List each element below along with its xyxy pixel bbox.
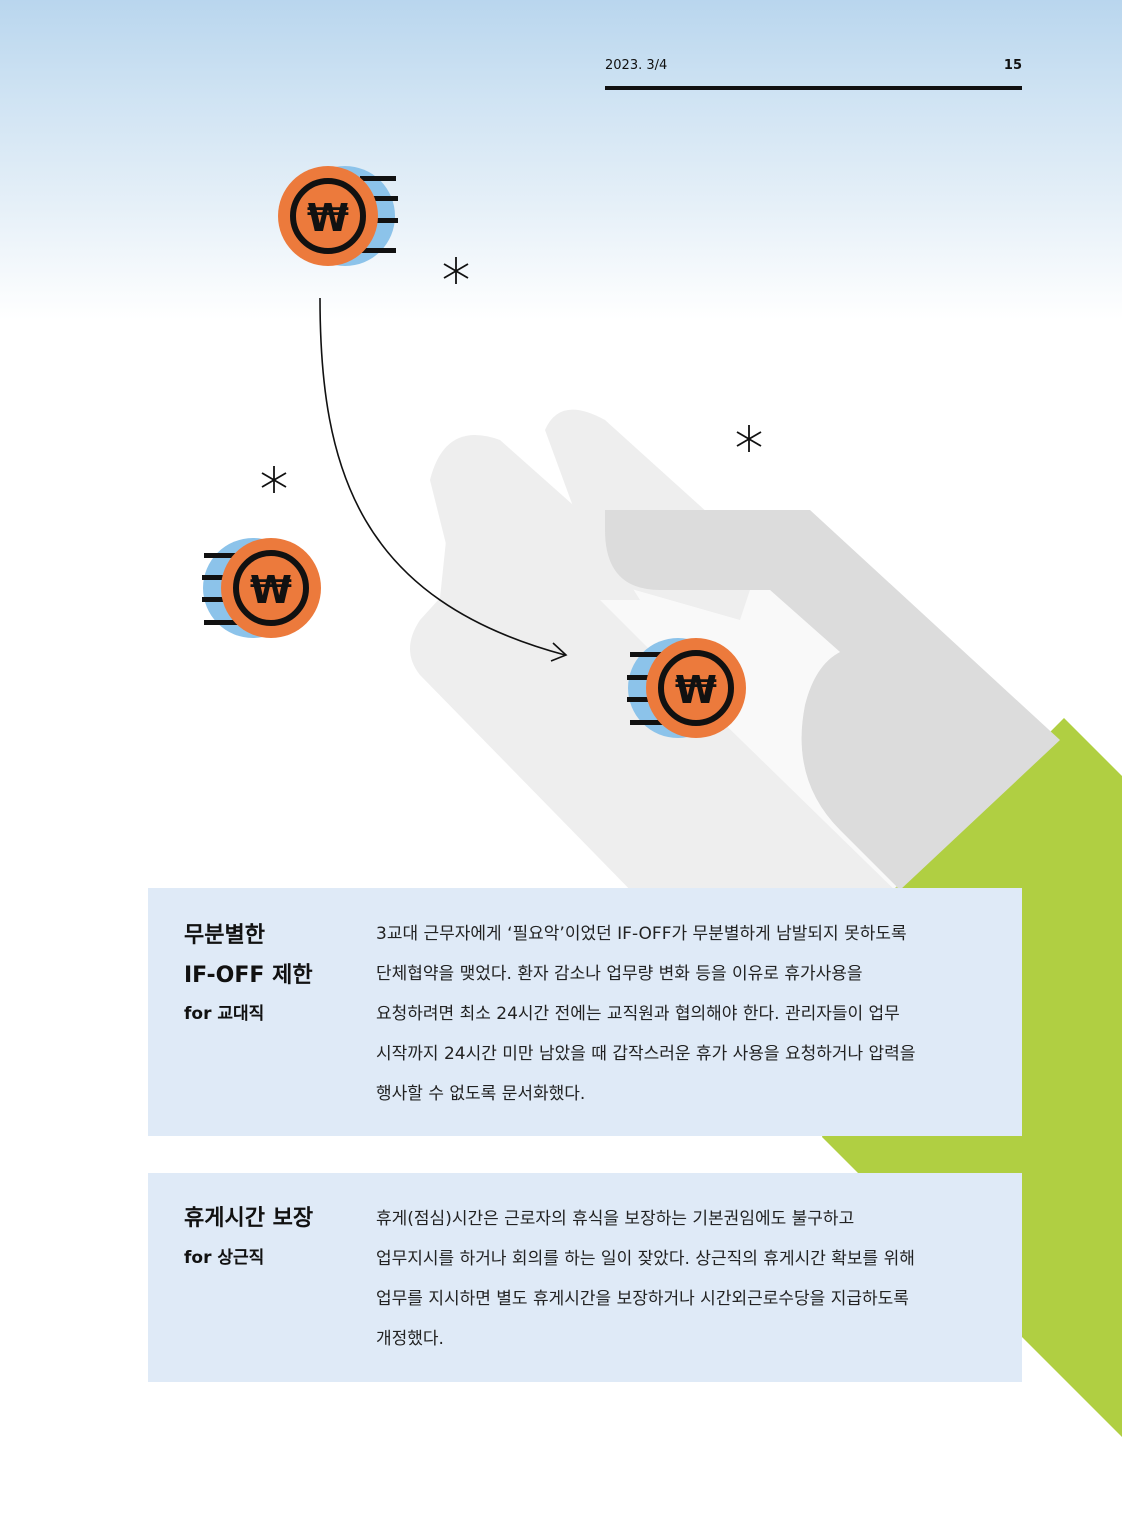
section-title-line: 무분별한 bbox=[184, 923, 265, 948]
body-line: 업무지시를 하거나 회의를 하는 일이 잦았다. 상근직의 휴게시간 확보를 위… bbox=[376, 1249, 915, 1269]
section-break-time: 휴게시간 보장 for 상근직 휴게(점심)시간은 근로자의 휴식을 보장하는 … bbox=[148, 1173, 1022, 1382]
section-if-off-limit: 무분별한 IF-OFF 제한 for 교대직 3교대 근무자에게 ‘필요악’이었… bbox=[148, 888, 1022, 1136]
sparkle-icon bbox=[261, 466, 287, 493]
body-line: 휴게(점심)시간은 근로자의 휴식을 보장하는 기본권임에도 불구하고 bbox=[376, 1209, 855, 1229]
body-line: 단체협약을 맺었다. 환자 감소나 업무량 변화 등을 이유로 휴가사용을 bbox=[376, 964, 863, 984]
issue-date: 2023. 3/4 bbox=[605, 58, 668, 73]
section-body: 3교대 근무자에게 ‘필요악’이었던 IF-OFF가 무분별하게 남발되지 못하… bbox=[376, 914, 996, 1114]
section-title: 무분별한 IF-OFF 제한 bbox=[184, 916, 313, 996]
section-title: 휴게시간 보장 bbox=[184, 1199, 313, 1239]
section-subtitle: for 상근직 bbox=[184, 1248, 265, 1268]
won-coin-icon: ₩ bbox=[202, 538, 321, 638]
page-number: 15 bbox=[1003, 58, 1022, 73]
svg-text:₩: ₩ bbox=[307, 196, 349, 240]
body-line: 행사할 수 없도록 문서화했다. bbox=[376, 1084, 586, 1104]
body-line: 3교대 근무자에게 ‘필요악’이었던 IF-OFF가 무분별하게 남발되지 못하… bbox=[376, 924, 907, 944]
arrow-curve bbox=[319, 297, 566, 656]
sparkle-icon bbox=[736, 425, 762, 452]
svg-text:₩: ₩ bbox=[675, 668, 717, 712]
sky-gradient-background bbox=[0, 0, 1122, 320]
svg-text:₩: ₩ bbox=[250, 568, 292, 612]
won-coin-icon: ₩ bbox=[278, 166, 398, 266]
section-subtitle: for 교대직 bbox=[184, 1004, 265, 1024]
body-line: 시작까지 24시간 미만 남았을 때 갑작스러운 휴가 사용을 요청하거나 압력… bbox=[376, 1044, 916, 1064]
section-body: 휴게(점심)시간은 근로자의 휴식을 보장하는 기본권임에도 불구하고 업무지시… bbox=[376, 1199, 996, 1359]
header-divider bbox=[605, 86, 1022, 90]
body-line: 업무를 지시하면 별도 휴게시간을 보장하거나 시간외근로수당을 지급하도록 bbox=[376, 1289, 909, 1309]
sparkle-icon bbox=[443, 257, 469, 284]
body-line: 개정했다. bbox=[376, 1329, 444, 1349]
hand-graphic bbox=[410, 409, 1060, 900]
section-title-line: IF-OFF 제한 bbox=[184, 963, 313, 988]
body-line: 요청하려면 최소 24시간 전에는 교직원과 협의해야 한다. 관리자들이 업무 bbox=[376, 1004, 900, 1024]
won-coin-icon: ₩ bbox=[627, 638, 746, 738]
arrow-head bbox=[550, 642, 568, 662]
section-title-line: 휴게시간 보장 bbox=[184, 1206, 314, 1231]
